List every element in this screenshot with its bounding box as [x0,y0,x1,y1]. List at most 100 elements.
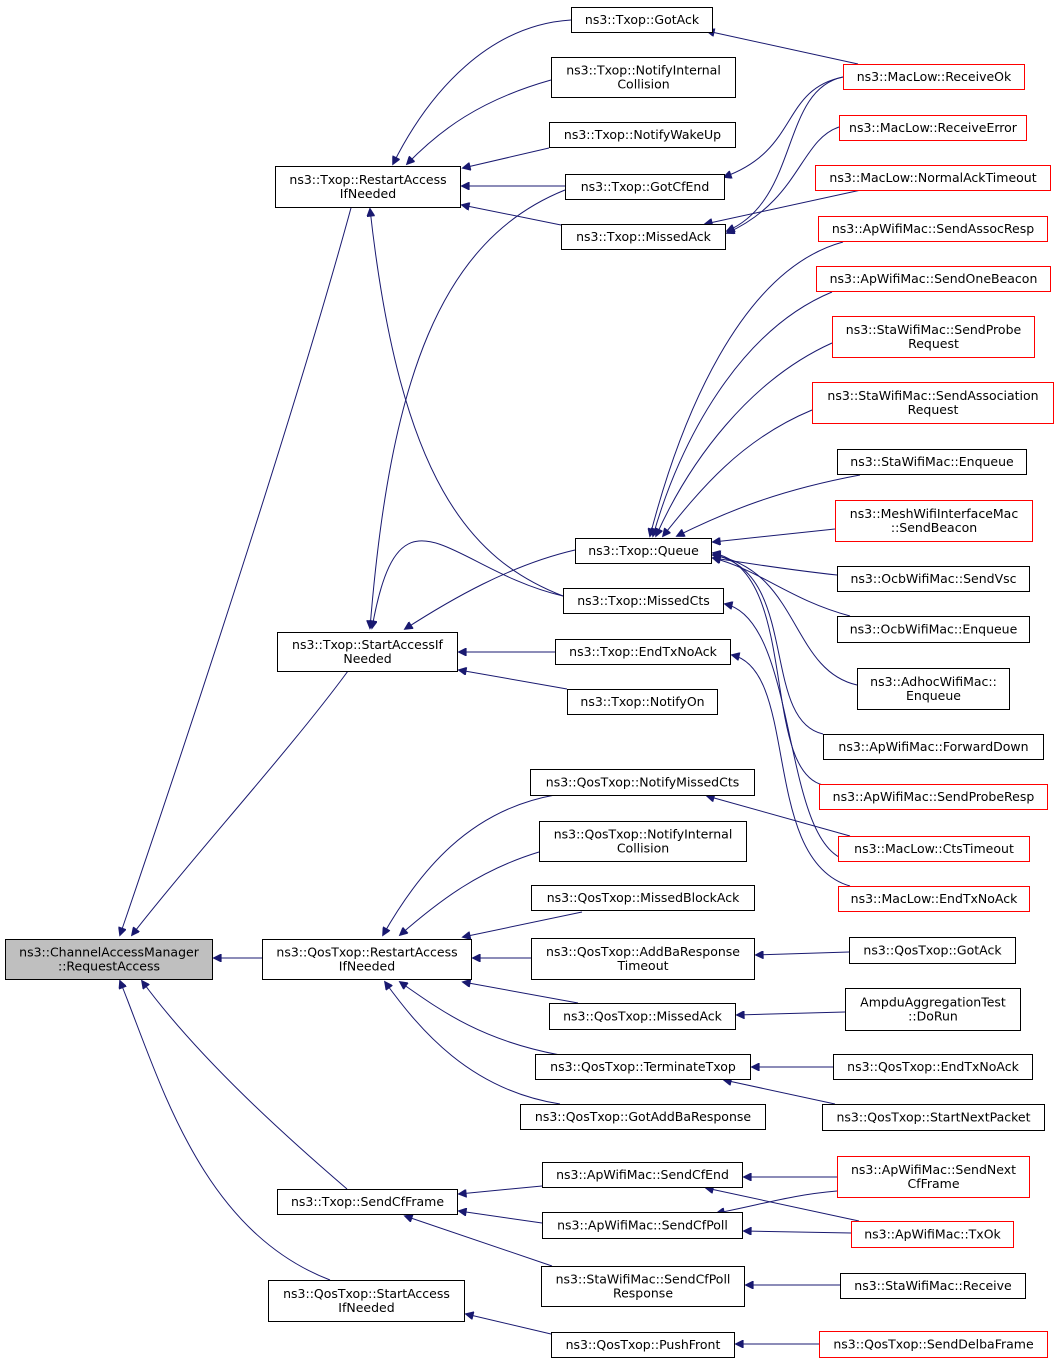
node-box [268,1280,465,1322]
graph-node[interactable]: ns3::QosTxop::TerminateTxop [535,1054,751,1080]
node-label: ns3::MacLow::ReceiveOk [857,69,1012,84]
graph-node[interactable]: ns3::Txop::NotifyOn [567,689,718,715]
graph-node[interactable]: ns3::ApWifiMac::ForwardDown [823,734,1044,760]
edge-n41-to-n13 [732,655,851,887]
node-box [823,734,1044,760]
edge-n6-to-n1 [393,19,572,164]
graph-node[interactable]: ns3::QosTxop::MissedBlockAck [531,885,755,911]
graph-node[interactable]: ns3::Txop::SendCfFrame [277,1189,458,1215]
edge-n9-to-n2 [370,189,566,628]
edge-n34-to-n11 [713,528,836,542]
edge-n19-to-n3 [463,982,579,1004]
graph-node[interactable]: ns3::QosTxop::GotAddBaResponse [520,1104,766,1130]
edge-n39-to-n11 [713,553,824,786]
graph-node[interactable]: ns3::ApWifiMac::SendCfPoll [542,1212,743,1239]
edge-n8-to-n1 [463,147,550,168]
graph-node[interactable]: ns3::QosTxop::StartNextPacket [822,1104,1045,1131]
edge-n30-to-n11 [653,291,833,536]
node-label: Enqueue [906,688,961,703]
graph-node[interactable]: ns3::ApWifiMac::SendOneBeacon [816,266,1051,292]
graph-node[interactable]: ns3::QosTxop::MissedAck [549,1003,736,1030]
graph-node[interactable]: ns3::ApWifiMac::SendCfEnd [542,1162,743,1188]
node-label: ns3::Txop::NotifyInternal [566,63,721,78]
node-label: ns3::QosTxop::NotifyInternal [554,827,733,842]
graph-node[interactable]: ns3::OcbWifiMac::Enqueue [837,616,1030,643]
graph-node[interactable]: ns3::ApWifiMac::SendAssocResp [818,216,1048,242]
node-label: ns3::StaWifiMac::SendProbe [846,322,1022,337]
graph-node[interactable]: ns3::MacLow::CtsTimeout [838,836,1030,862]
edge-n43-to-n19 [737,1012,846,1015]
node-label: ns3::QosTxop::GotAddBaResponse [535,1109,751,1124]
edge-n27-to-n10 [727,126,840,233]
graph-node[interactable]: ns3::Txop::Queue [575,538,712,564]
node-label: ns3::QosTxop::NotifyMissedCts [546,775,739,790]
graph-node[interactable]: ns3::QosTxop::NotifyMissedCts [530,769,755,796]
graph-node[interactable]: ns3::QosTxop::GotAck [849,937,1016,964]
node-box [542,1212,743,1239]
graph-node[interactable]: ns3::Txop::GotCfEnd [565,174,725,200]
graph-node[interactable]: ns3::Txop::MissedAck [561,224,726,250]
node-label: ns3::Txop::EndTxNoAck [569,644,717,659]
node-box [275,166,461,208]
graph-node[interactable]: ns3::StaWifiMac::Receive [840,1273,1026,1299]
node-label: ns3::QosTxop::StartNextPacket [836,1110,1030,1125]
edge-n5-to-n0 [120,981,331,1281]
graph-node[interactable]: ns3::MeshWifiInterfaceMac::SendBeacon [835,500,1033,542]
graph-node[interactable]: ns3::QosTxop::PushFront [551,1332,735,1358]
node-box [815,165,1051,191]
node-box [851,1221,1014,1248]
node-label: ns3::AdhocWifiMac:: [870,674,997,689]
node-box [565,174,725,200]
graph-node[interactable]: ns3::MacLow::NormalAckTimeout [815,165,1051,191]
node-box [551,1332,735,1358]
node-box [857,668,1010,710]
graph-node[interactable]: ns3::AdhocWifiMac::Enqueue [857,668,1010,710]
graph-node[interactable]: ns3::QosTxop::SendDelbaFrame [819,1331,1048,1358]
edge-n40-to-n15 [707,796,851,837]
edge-n14-to-n2 [459,670,568,690]
graph-node[interactable]: ns3::ApWifiMac::TxOk [851,1221,1014,1248]
node-box [262,939,472,980]
node-box [837,449,1027,475]
edge-n37-to-n11 [713,555,858,686]
edge-n25-to-n5 [466,1314,552,1335]
node-box [816,266,1051,292]
graph-node[interactable]: AmpduAggregationTest::DoRun [845,988,1021,1031]
edge-n16-to-n3 [400,851,540,935]
graph-node[interactable]: ns3::MacLow::ReceiveError [839,115,1027,141]
graph-node[interactable]: ns3::Txop::GotAck [571,7,713,33]
node-box [539,821,747,862]
node-box [818,216,1048,242]
edge-n26-to-n6 [707,31,859,65]
graph-node[interactable]: ns3::Txop::MissedCts [563,588,724,614]
graph-node[interactable]: ns3::MacLow::EndTxNoAck [838,886,1030,912]
node-label: ns3::Txop::NotifyWakeUp [564,127,721,142]
graph-node[interactable]: ns3::QosTxop::EndTxNoAck [833,1054,1033,1080]
graph-node[interactable]: ns3::Txop::NotifyWakeUp [549,122,736,148]
graph-node[interactable]: ns3::OcbWifiMac::SendVsc [837,566,1030,592]
node-label: ns3::ApWifiMac::SendOneBeacon [830,271,1038,286]
graph-node[interactable]: ns3::ApWifiMac::SendProbeResp [819,784,1048,810]
edge-n7-to-n1 [407,79,552,164]
edges-layer [120,19,862,1344]
node-label: Needed [343,651,391,666]
node-label: ns3::Txop::Queue [588,543,699,558]
graph-node[interactable]: ns3::Txop::EndTxNoAck [555,639,731,665]
node-label: ns3::ApWifiMac::SendCfPoll [557,1218,728,1233]
graph-node[interactable]: ns3::MacLow::ReceiveOk [843,64,1025,90]
node-box [849,937,1016,964]
graph-node[interactable]: ns3::StaWifiMac::Enqueue [837,449,1027,475]
edge-n17-to-n3 [463,911,583,937]
